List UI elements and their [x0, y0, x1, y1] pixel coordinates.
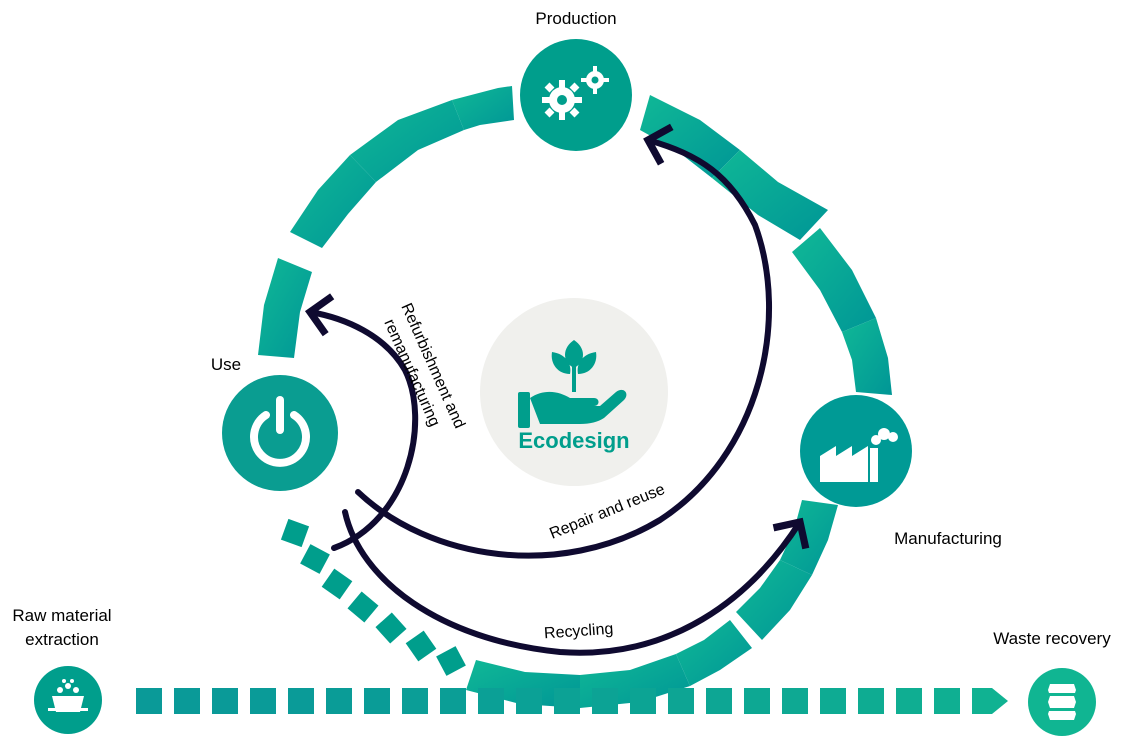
raw-material-label-line1: Raw material — [12, 606, 111, 625]
bar-block — [820, 688, 846, 714]
production-node: Production — [520, 9, 632, 151]
mining-cart-icon — [48, 679, 88, 712]
manufacturing-label: Manufacturing — [894, 529, 1002, 548]
cycle-block — [375, 612, 407, 644]
raw-material-node: Raw material extraction — [12, 606, 112, 734]
cycle-segment — [452, 86, 514, 130]
factory-icon — [820, 428, 898, 482]
power-icon — [250, 396, 310, 467]
waste-recovery-node: Waste recovery — [993, 629, 1111, 736]
bar-block — [250, 688, 276, 714]
inner-flows — [304, 123, 810, 656]
center-label: Ecodesign — [518, 428, 629, 453]
cycle-segment — [258, 258, 312, 358]
bar-block — [326, 688, 352, 714]
gears-icon — [542, 66, 609, 120]
cycle-block — [436, 646, 466, 676]
bar-arrowhead — [972, 688, 1008, 714]
bar-block — [174, 688, 200, 714]
manufacturing-node: Manufacturing — [800, 395, 1002, 548]
bar-block — [668, 688, 694, 714]
recycling-label: Recycling — [543, 621, 613, 643]
waste-recovery-label: Waste recovery — [993, 629, 1111, 648]
bar-block — [630, 688, 656, 714]
cycle-block — [300, 544, 330, 574]
cycle-segment — [290, 155, 376, 248]
plant-hand-icon — [518, 340, 627, 428]
cycle-segment — [640, 95, 740, 178]
cycle-segment — [676, 620, 752, 686]
cycle-ring — [258, 86, 892, 708]
bar-block — [858, 688, 884, 714]
barrel-icon — [1048, 684, 1076, 720]
cycle-segment — [350, 100, 464, 182]
use-label: Use — [211, 355, 241, 374]
cycle-block — [405, 630, 437, 662]
bar-block — [706, 688, 732, 714]
bar-block — [440, 688, 466, 714]
bar-block — [136, 688, 162, 714]
bar-block — [516, 688, 542, 714]
bar-block — [478, 688, 504, 714]
cycle-block — [347, 591, 379, 623]
production-label: Production — [535, 9, 616, 28]
bar-block — [554, 688, 580, 714]
linear-flow-bar — [136, 688, 1008, 714]
bar-block — [288, 688, 314, 714]
cycle-block — [280, 518, 310, 548]
bar-block — [212, 688, 238, 714]
cycle-segment — [842, 318, 892, 395]
bar-block — [782, 688, 808, 714]
bar-block — [592, 688, 618, 714]
recycling-arrow — [342, 509, 810, 656]
cycle-segment — [712, 150, 828, 240]
bar-block — [402, 688, 428, 714]
bar-block — [934, 688, 960, 714]
repair-reuse-label: Repair and reuse — [547, 481, 667, 543]
manufacturing-circle — [800, 395, 912, 507]
use-node: Use — [211, 355, 338, 491]
ecodesign-center: Ecodesign — [480, 298, 668, 486]
cycle-block — [321, 568, 353, 600]
repair-arrow — [355, 123, 773, 559]
cycle-segment — [736, 560, 812, 640]
raw-material-label-line2: extraction — [25, 630, 99, 649]
bar-block — [364, 688, 390, 714]
production-circle — [520, 39, 632, 151]
bar-block — [744, 688, 770, 714]
cycle-segment — [792, 228, 876, 332]
bar-block — [896, 688, 922, 714]
